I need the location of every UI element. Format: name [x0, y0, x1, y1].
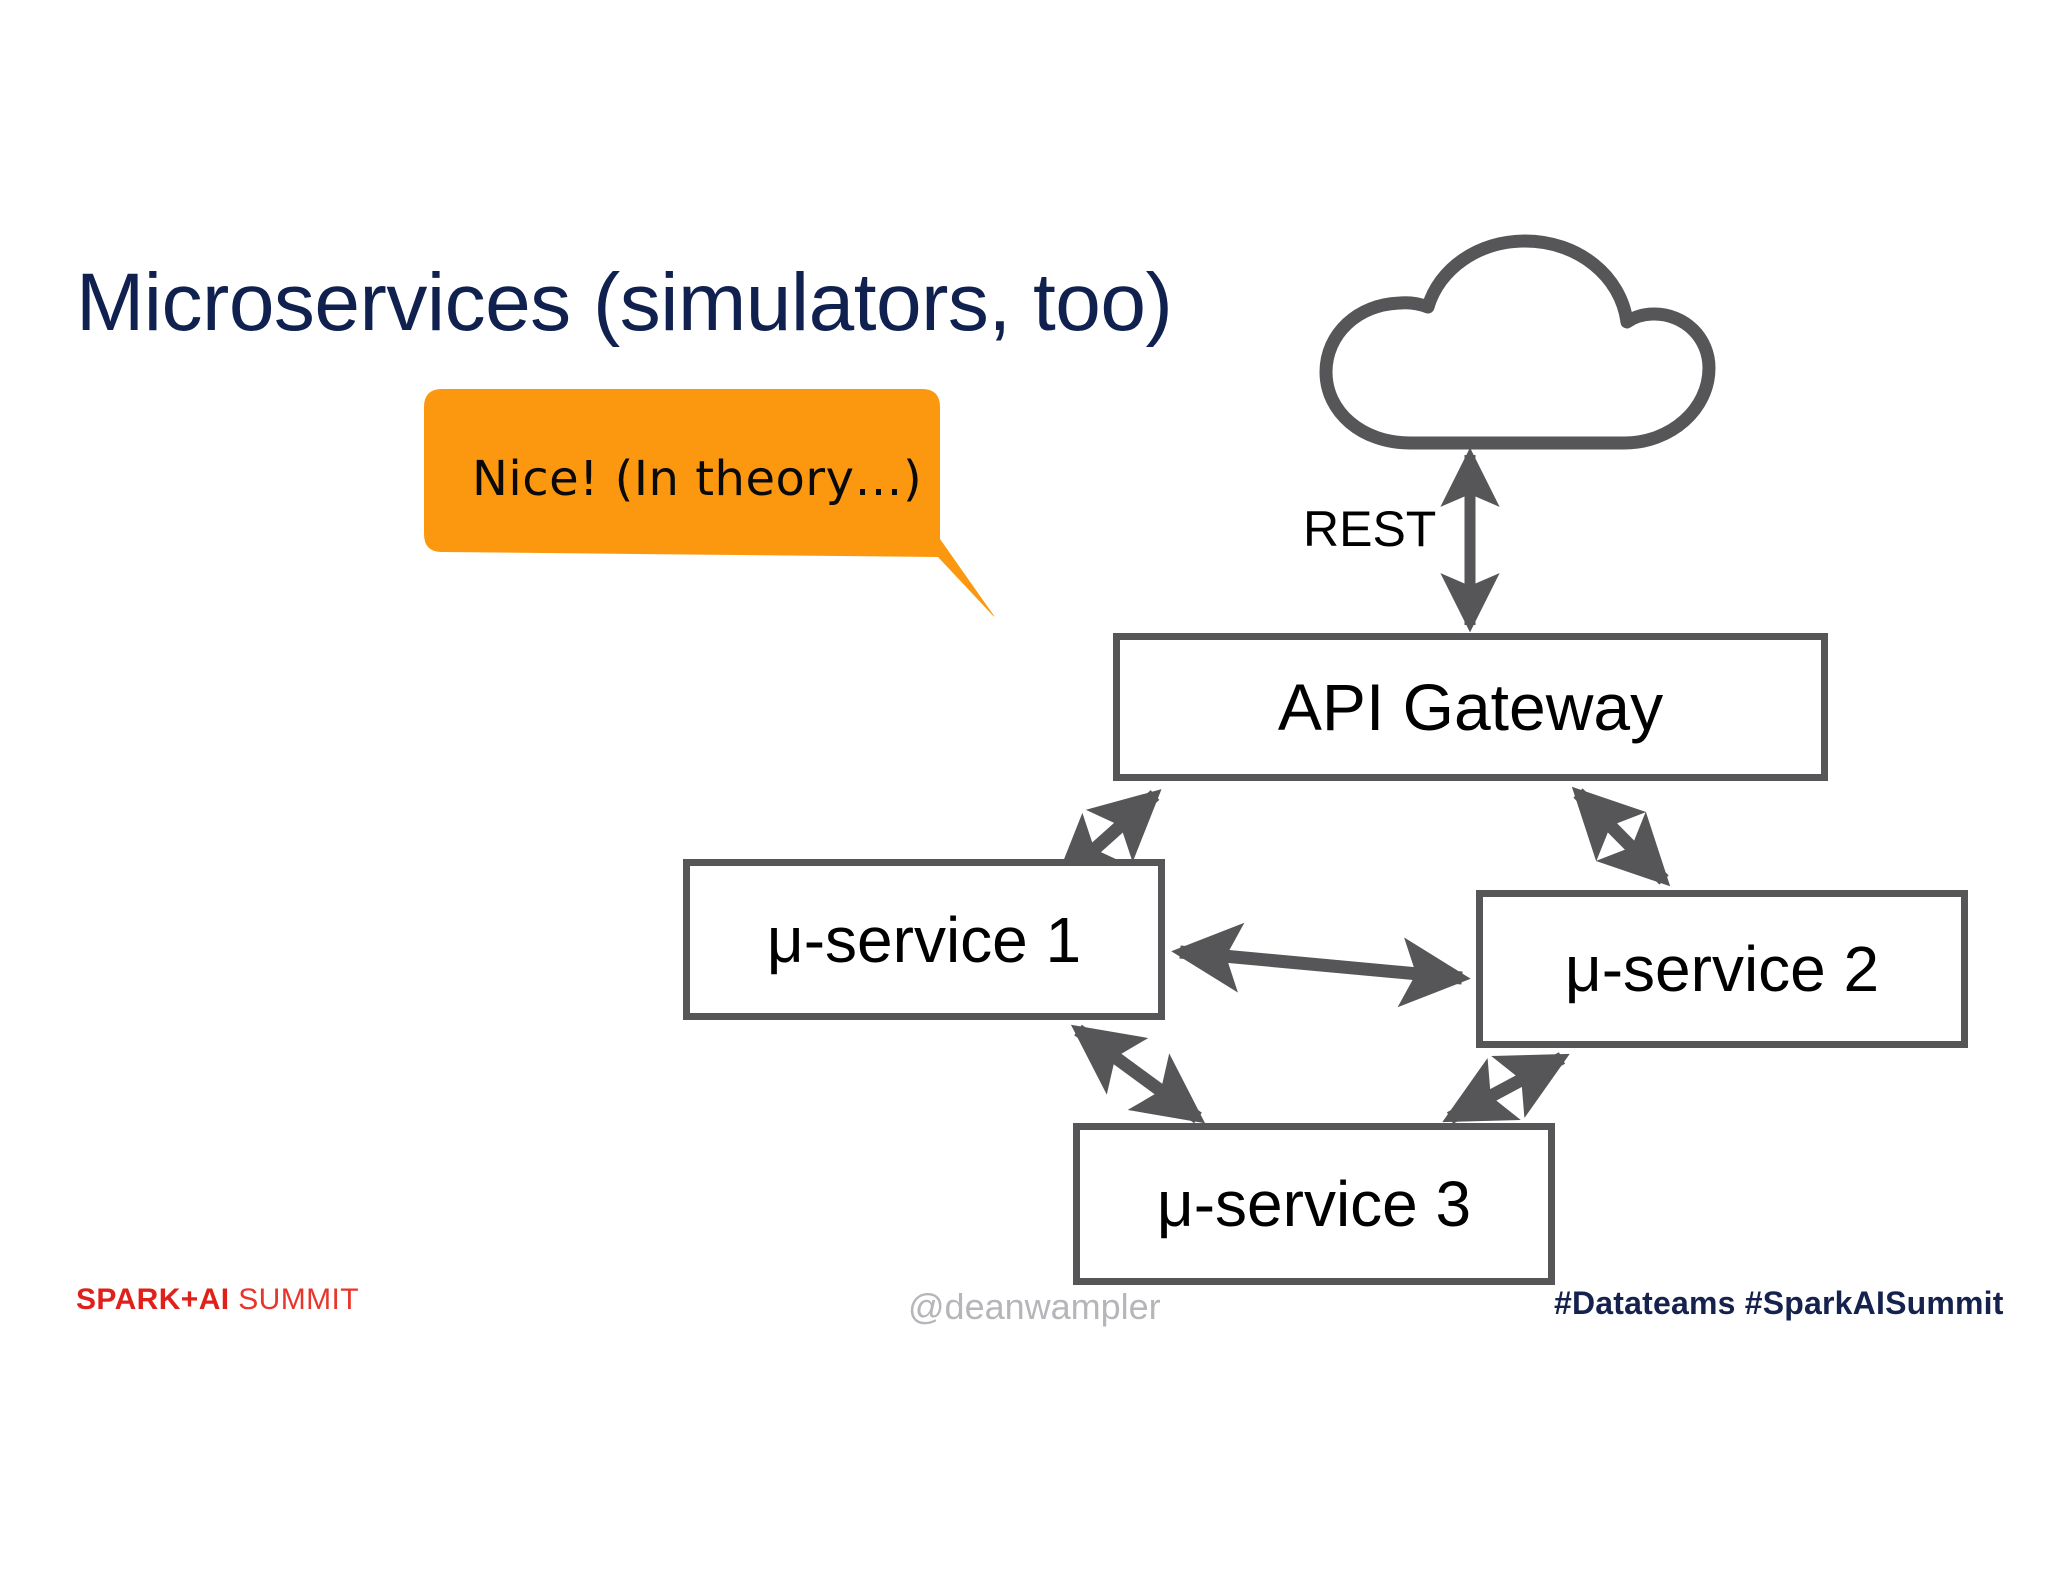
node-microservice-1-label: μ-service 1	[766, 903, 1082, 976]
node-microservice-1[interactable]: μ-service 1	[683, 859, 1165, 1020]
node-api-gateway-label: API Gateway	[1277, 670, 1664, 744]
node-api-gateway[interactable]: API Gateway	[1113, 633, 1828, 781]
node-microservice-2-label: μ-service 2	[1564, 933, 1880, 1005]
speech-bubble-callout: Nice! (In theory…)	[424, 389, 994, 621]
node-microservice-3[interactable]: μ-service 3	[1073, 1123, 1555, 1285]
edge-svc1-svc2	[1171, 922, 1471, 1008]
logo-light-part: SUMMIT	[229, 1283, 359, 1316]
edge-svc1-svc3	[1070, 1024, 1206, 1124]
footer-hashtags: #Datateams #SparkAISummit	[1554, 1285, 2004, 1321]
node-microservice-2[interactable]: μ-service 2	[1476, 890, 1968, 1048]
speech-bubble-shape	[424, 389, 994, 617]
cloud-icon	[1319, 234, 1716, 450]
page-title: Microservices (simulators, too)	[76, 257, 1173, 348]
logo-bold-part: SPARK+AI	[76, 1283, 230, 1316]
spark-ai-summit-logo: SPARK+AI SUMMIT	[76, 1283, 359, 1317]
edge-label-rest: REST	[1303, 501, 1437, 557]
footer-twitter-handle: @deanwampler	[908, 1286, 1161, 1327]
node-microservice-3-label: μ-service 3	[1156, 1168, 1472, 1240]
speech-bubble-text: Nice! (In theory…)	[472, 451, 923, 507]
edge-svc2-svc3	[1442, 1052, 1570, 1124]
edge-gateway-svc2	[1571, 786, 1671, 887]
